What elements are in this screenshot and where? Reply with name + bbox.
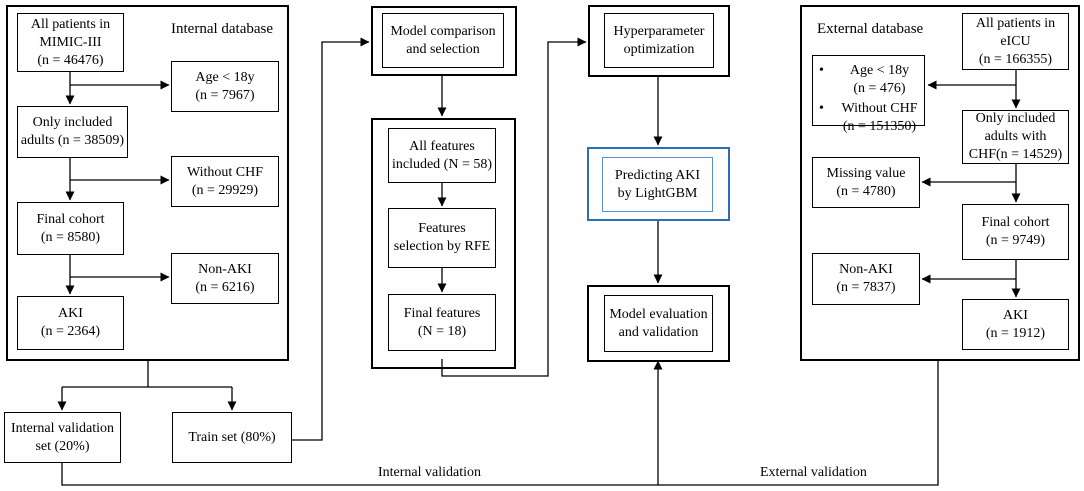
rfe-box: Features selection by RFE (388, 208, 496, 268)
internal-without-chf-box: Without CHF (n = 29929) (171, 156, 279, 207)
internal-validation-label: Internal validation (378, 465, 482, 480)
model-comparison-panel (371, 6, 517, 76)
internal-final-cohort-box: Final cohort (n = 8580) (17, 202, 124, 255)
predicting-box: Predicting AKI by LightGBM (602, 157, 713, 212)
external-missing-value-box: Missing value (n = 4780) (812, 157, 920, 208)
external-aki-box: AKI (n = 1912) (962, 299, 1069, 350)
internal-database-title: Internal database (171, 21, 274, 37)
train-set-box: Train set (80%) (172, 412, 292, 463)
external-database-title: External database (817, 21, 924, 37)
evaluation-panel (587, 285, 730, 362)
bullet-icon: • (819, 63, 824, 78)
external-validation-label: External validation (760, 465, 867, 480)
external-database-panel (800, 5, 1080, 361)
exclusion-item-age: •Age < 18y (n = 476) (819, 63, 910, 96)
model-comparison-box: Model comparison and selection (382, 13, 504, 68)
evaluation-box: Model evaluation and validation (604, 295, 713, 352)
internal-database-panel (6, 5, 289, 361)
all-features-box: All features included (N = 58) (388, 128, 496, 183)
external-exclusion-box: •Age < 18y (n = 476) •Without CHF (n = 1… (812, 55, 925, 134)
bullet-icon: • (819, 101, 824, 116)
feature-selection-panel (371, 118, 516, 369)
external-non-aki-box: Non-AKI (n = 7837) (812, 253, 920, 305)
internal-age-exclusion-box: Age < 18y (n = 7967) (171, 61, 279, 112)
external-all-patients-box: All patients in eICU (n = 166355) (962, 13, 1069, 70)
exclusion-item-chf: •Without CHF (n = 151350) (819, 101, 918, 134)
external-final-cohort-box: Final cohort (n = 9749) (962, 204, 1069, 260)
internal-validation-set-box: Internal validation set (20%) (4, 412, 121, 463)
final-features-box: Final features (N = 18) (388, 294, 496, 351)
external-adults-box: Only included adults with CHF(n = 14529) (962, 110, 1069, 164)
hyperparameter-panel (588, 5, 730, 77)
internal-adults-box: Only included adults (n = 38509) (17, 106, 128, 158)
internal-all-patients-box: All patients in MIMIC-III (n = 46476) (17, 13, 124, 72)
hyperparameter-box: Hyperparameter optimization (604, 13, 714, 68)
internal-non-aki-box: Non-AKI (n = 6216) (171, 253, 279, 304)
internal-aki-box: AKI (n = 2364) (17, 296, 124, 350)
